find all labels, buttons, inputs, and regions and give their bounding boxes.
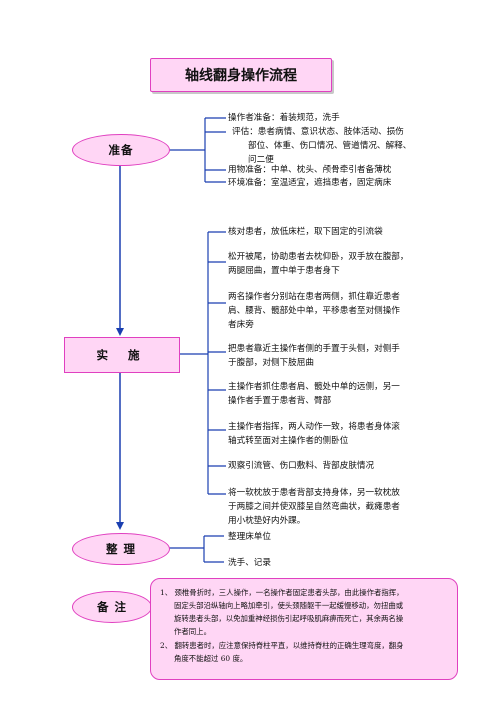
node-finish-label: 整 理 [105, 542, 136, 556]
prepare-item: 操作者准备：着装规范，洗手 [228, 113, 340, 123]
arrow-head-1 [116, 328, 124, 336]
implement-item: 用小枕垫好内外踝。 [228, 516, 306, 526]
note-box [150, 578, 458, 680]
note-line: 1、 颈椎骨折时，三人操作，一名操作者固定患者头部，由此操作者指挥， [160, 588, 404, 597]
prepare-item: 用物准备：中单、枕头、颅骨牵引者备薄枕 [228, 165, 392, 175]
arrow-head-2 [116, 522, 124, 530]
implement-item: 轴式转至面对主操作者的侧卧位 [228, 436, 349, 446]
prepare-item: 问二便 [248, 155, 274, 165]
implement-item: 两名操作者分别站在患者两侧，抓住靠近患者 [228, 292, 400, 302]
implement-item: 操作者手置于患者背、臀部 [228, 396, 332, 406]
note-line: 作者同上。 [174, 627, 211, 636]
prepare-item: 部位、体重、伤口情况、管道情况、解释、 [248, 141, 412, 151]
finish-item: 洗手、记录 [228, 558, 271, 568]
node-prepare: 准备 [72, 134, 170, 166]
node-implement: 实 施 [64, 337, 180, 373]
implement-item: 主操作者抓住患者肩、髋处中单的远侧，另一 [228, 382, 400, 392]
implement-item: 核对患者，放低床栏，取下固定的引流袋 [228, 227, 383, 237]
note-line: 2、 翻转患者时，应注意保持脊柱平直，以维持脊柱的正确生理弯度，翻身 [160, 641, 404, 650]
prepare-item: 环境准备：室温适宜，遮挡患者，固定病床 [228, 178, 392, 188]
note-line: 角度不能超过 60 度。 [174, 654, 248, 663]
node-note: 备 注 [72, 591, 152, 623]
implement-item: 主操作者指挥，两人动作一致，将患者身体滚 [228, 422, 400, 432]
note-line: 固定头部沿纵轴向上略加牵引，使头颈随躯干一起缓慢移动，勿扭曲或 [174, 601, 404, 610]
implement-item: 于腹部，对侧下肢屈曲 [228, 358, 314, 368]
prepare-item: 评估：患者病情、意识状态、肢体活动、损伤 [232, 127, 404, 137]
node-finish: 整 理 [72, 533, 170, 565]
note-line: 旋转患者头部，以免加重神经损伤引起呼吸肌麻痹而死亡，其余两名操 [174, 614, 404, 623]
implement-item: 把患者靠近主操作者侧的手置于头侧，对侧手 [228, 344, 400, 354]
implement-item: 于两膝之间并使双膝呈自然弯曲状，截瘫患者 [228, 502, 400, 512]
implement-item: 观察引流管、伤口敷料、背部皮肤情况 [228, 461, 375, 471]
implement-item: 肩、腰背、髋部处中单，平移患者至对侧操作 [228, 306, 400, 316]
implement-item: 者床旁 [228, 320, 254, 330]
node-prepare-label: 准备 [108, 143, 134, 157]
flowchart-title: 轴线翻身操作流程 [150, 58, 332, 92]
node-implement-label: 实 施 [96, 348, 148, 362]
implement-item: 将一软枕放于患者背部支持身体，另一软枕放 [228, 488, 400, 498]
finish-item: 整理床单位 [228, 532, 271, 542]
implement-item: 松开被尾，协助患者去枕仰卧，双手放在腹部， [228, 252, 409, 262]
node-note-label: 备 注 [96, 600, 127, 614]
implement-item: 两腿屈曲，置中单于患者身下 [228, 266, 340, 276]
